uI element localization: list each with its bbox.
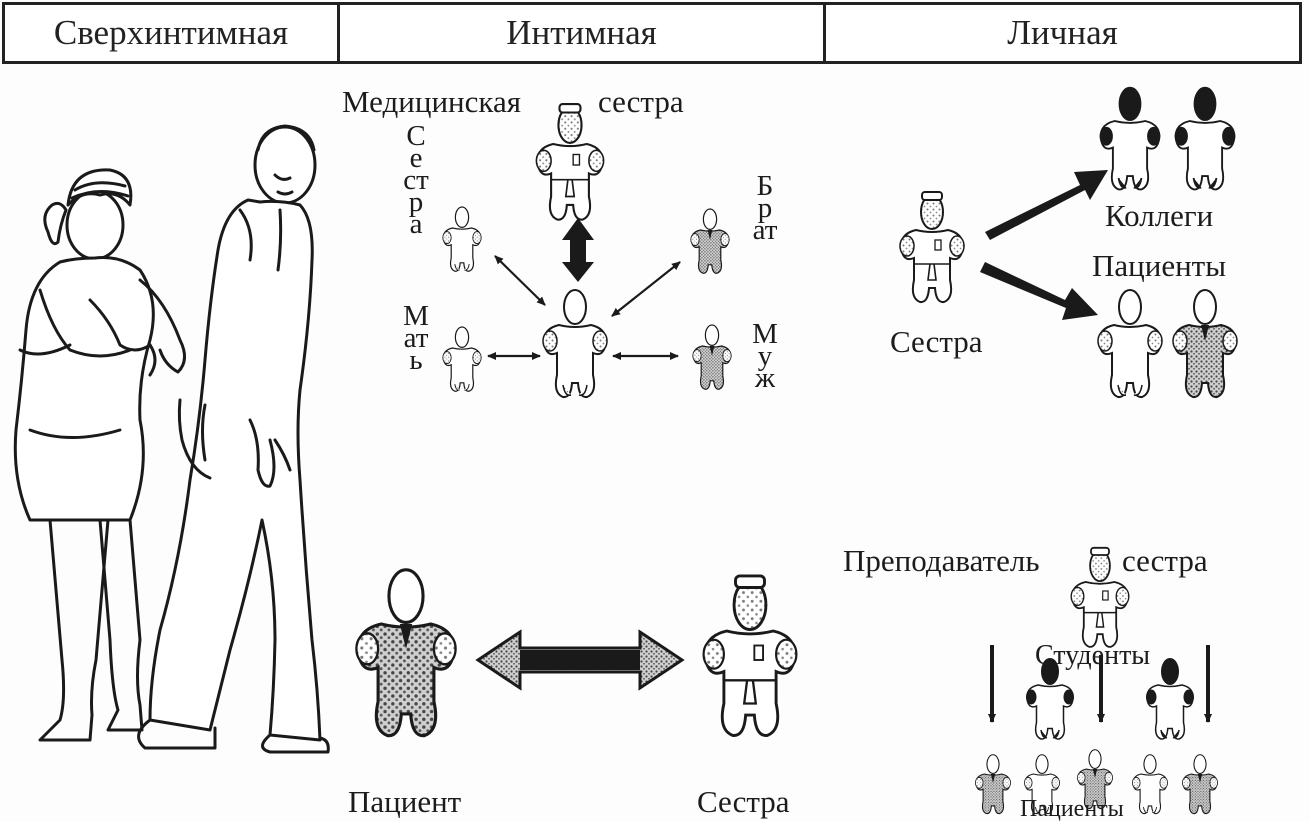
label-husband-vertical: Муж	[752, 323, 778, 389]
intimate-family-group	[443, 104, 731, 397]
label-sister-vertical: Сестра	[403, 125, 429, 235]
husband-figure	[693, 325, 731, 389]
patient-large-figure	[356, 570, 455, 736]
label-teacher-nurse: сестра	[1122, 545, 1208, 576]
label-medical: Медицинская	[342, 86, 521, 117]
colleague-figure-1	[1100, 88, 1161, 190]
center-patient-figure	[543, 290, 607, 397]
patient-figure-2	[1173, 290, 1237, 397]
label-patients: Пациенты	[1092, 250, 1226, 281]
nurse-patient-illustration	[15, 126, 328, 752]
thick-double-arrow-vertical	[562, 218, 594, 282]
personal-nurse-figure	[900, 192, 964, 302]
label-brother-vertical: Брат	[752, 175, 778, 241]
personal-teaching-group	[975, 548, 1217, 814]
brother-figure	[691, 209, 729, 273]
label-personal-nurse: Сестра	[890, 326, 983, 357]
teacher-nurse-figure	[1071, 548, 1129, 647]
arrow-sister	[495, 256, 545, 305]
patient-small-5	[1182, 755, 1217, 814]
arrow-brother	[612, 262, 680, 316]
label-medical-nurse: сестра	[598, 86, 684, 117]
mother-figure	[443, 327, 481, 391]
patient-small-1	[975, 755, 1010, 814]
label-students: Студенты	[1035, 642, 1150, 670]
patient-small-4	[1132, 755, 1167, 814]
student-figure-2	[1146, 659, 1194, 739]
medical-nurse-figure	[536, 104, 603, 220]
colleague-figure-2	[1175, 88, 1236, 190]
label-teacher: Преподаватель	[843, 545, 1039, 576]
label-colleagues: Коллеги	[1105, 200, 1213, 231]
label-patient: Пациент	[348, 786, 461, 817]
arrow-to-patients	[980, 262, 1098, 320]
nurse-large-figure	[704, 576, 797, 736]
patient-figure-1	[1098, 290, 1162, 397]
intimate-patient-nurse-group	[356, 570, 796, 736]
label-mother-vertical: Мать	[403, 305, 429, 371]
label-nurse-large: Сестра	[697, 786, 790, 817]
sister-figure	[443, 207, 481, 271]
arrow-to-colleagues	[985, 170, 1108, 240]
label-small-patients: Пациенты	[1020, 797, 1124, 821]
